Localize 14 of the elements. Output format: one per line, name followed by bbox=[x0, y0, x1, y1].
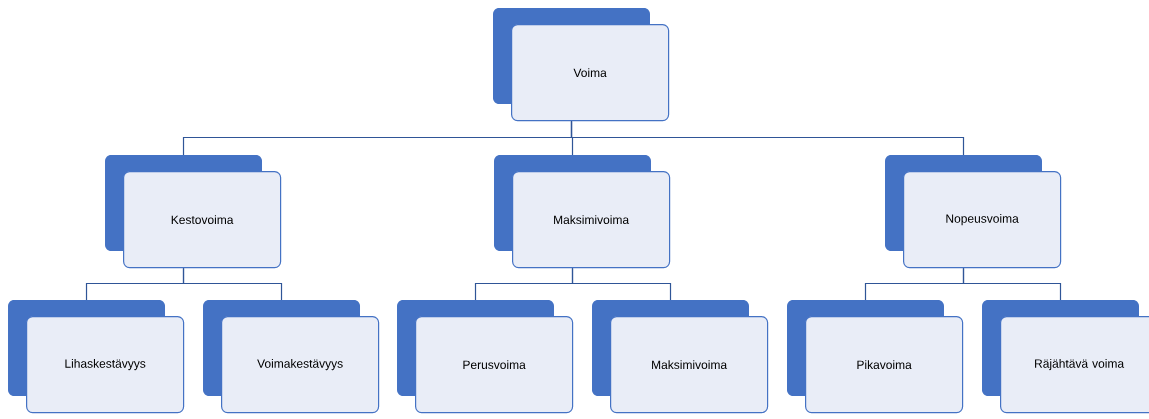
org-chart-box: Maksimivoima bbox=[494, 155, 671, 269]
org-chart-box: Maksimivoima bbox=[592, 300, 769, 414]
org-chart-box: Voima bbox=[493, 8, 670, 122]
org-chart-box: Kestovoima bbox=[105, 155, 282, 269]
org-chart-box: Nopeusvoima bbox=[885, 155, 1062, 269]
connector-line bbox=[571, 267, 672, 301]
connector-line bbox=[182, 267, 283, 301]
org-chart-box: Räjähtävä voima bbox=[982, 300, 1149, 414]
connector-line bbox=[962, 267, 1062, 301]
org-chart-box: Voimakestävyys bbox=[203, 300, 380, 414]
org-chart-box: Perusvoima bbox=[397, 300, 574, 414]
connector-line bbox=[570, 120, 965, 156]
org-chart-box: Lihaskestävyys bbox=[8, 300, 185, 414]
org-chart-box: Pikavoima bbox=[787, 300, 964, 414]
